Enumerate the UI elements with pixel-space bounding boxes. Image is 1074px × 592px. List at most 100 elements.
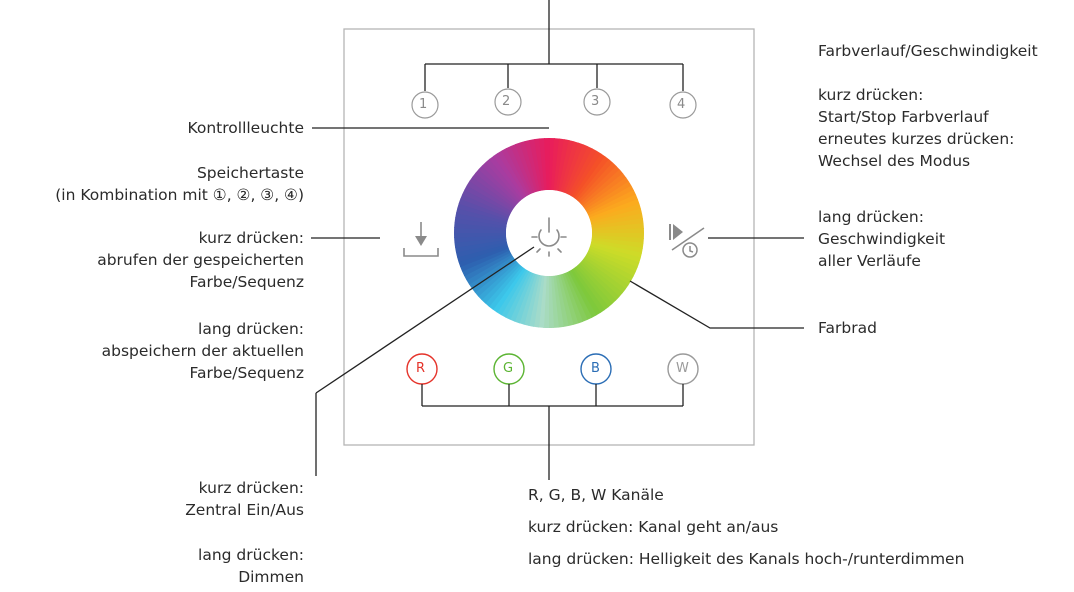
color-wheel-segment[interactable] xyxy=(580,260,623,298)
color-wheel-segment[interactable] xyxy=(504,271,532,320)
color-wheel-segment[interactable] xyxy=(573,266,609,311)
color-wheel-segment[interactable] xyxy=(478,165,519,205)
color-wheel-segment[interactable] xyxy=(548,275,554,328)
color-wheel-segment[interactable] xyxy=(529,139,543,191)
color-wheel-segment[interactable] xyxy=(493,152,526,199)
color-wheel-segment[interactable] xyxy=(582,258,626,294)
color-wheel-segment[interactable] xyxy=(474,259,518,297)
power-icon[interactable] xyxy=(531,217,567,257)
color-wheel-segment[interactable] xyxy=(460,193,510,218)
color-wheel-segment[interactable] xyxy=(454,232,507,238)
color-wheel-segment[interactable] xyxy=(454,237,507,248)
color-wheel-segment[interactable] xyxy=(466,180,514,212)
color-wheel-segment[interactable] xyxy=(489,155,525,200)
color-wheel-segment[interactable] xyxy=(488,266,524,310)
color-wheel-segment[interactable] xyxy=(557,140,575,192)
power-button-area[interactable] xyxy=(506,190,592,276)
color-wheel-segment[interactable] xyxy=(590,241,642,259)
color-wheel-segment[interactable] xyxy=(509,272,534,322)
color-wheel-segment[interactable] xyxy=(572,153,606,199)
color-wheel-segment[interactable] xyxy=(484,264,522,307)
color-wheel-segment[interactable] xyxy=(475,168,518,206)
color-wheel-segment[interactable] xyxy=(582,173,627,209)
color-wheel-segment[interactable] xyxy=(455,239,507,253)
color-wheel-segment[interactable] xyxy=(496,268,528,316)
color-wheel-segment[interactable] xyxy=(534,138,545,191)
color-wheel-segment[interactable] xyxy=(505,145,532,195)
color-wheel-segment[interactable] xyxy=(561,273,584,324)
color-wheel-segment[interactable] xyxy=(462,188,511,216)
color-wheel-segment[interactable] xyxy=(501,147,530,196)
play-timer-icon[interactable] xyxy=(669,224,705,258)
color-wheel-segment[interactable] xyxy=(458,245,509,268)
color-wheel-segment[interactable] xyxy=(570,269,601,316)
color-wheel-segment[interactable] xyxy=(469,176,515,210)
color-wheel-segment[interactable] xyxy=(587,189,637,216)
color-wheel-segment[interactable] xyxy=(472,172,516,208)
color-wheel[interactable] xyxy=(453,138,644,328)
color-wheel-segment[interactable] xyxy=(459,247,510,272)
color-wheel-segment[interactable] xyxy=(564,144,589,194)
color-wheel-segment[interactable] xyxy=(588,246,640,268)
memory-button-1[interactable] xyxy=(411,91,439,119)
color-wheel-segment[interactable] xyxy=(585,181,632,212)
color-wheel-segment[interactable] xyxy=(570,150,602,198)
color-wheel-segment[interactable] xyxy=(584,254,632,286)
color-wheel-segment[interactable] xyxy=(523,274,541,326)
color-wheel-segment[interactable] xyxy=(560,141,580,193)
color-wheel-segment[interactable] xyxy=(590,208,643,225)
memory-button-3[interactable] xyxy=(583,88,611,116)
color-wheel-segment[interactable] xyxy=(579,165,621,205)
color-wheel-segment[interactable] xyxy=(589,203,642,223)
color-wheel-segment[interactable] xyxy=(586,185,635,214)
color-wheel-segment[interactable] xyxy=(481,263,521,304)
color-wheel-segment[interactable] xyxy=(477,261,519,301)
color-wheel-segment[interactable] xyxy=(514,142,537,193)
memory-button-2[interactable] xyxy=(494,88,522,116)
memory-save-icon[interactable] xyxy=(403,222,439,257)
color-wheel-segment[interactable] xyxy=(466,254,513,285)
color-wheel-segment[interactable] xyxy=(456,207,508,225)
color-wheel-segment[interactable] xyxy=(589,244,641,264)
color-wheel-segment[interactable] xyxy=(464,184,512,214)
color-wheel-segment[interactable] xyxy=(574,156,610,200)
color-wheel-segment[interactable] xyxy=(579,261,620,301)
color-wheel-segment[interactable] xyxy=(591,228,644,234)
color-wheel-segment[interactable] xyxy=(568,270,597,319)
color-wheel-segment[interactable] xyxy=(544,138,550,191)
color-wheel-segment[interactable] xyxy=(576,159,614,202)
color-wheel-segment[interactable] xyxy=(514,272,536,324)
color-wheel-segment[interactable] xyxy=(492,267,526,313)
memory-button-4[interactable] xyxy=(669,91,697,119)
color-wheel-segment[interactable] xyxy=(553,275,564,328)
color-wheel-segment[interactable] xyxy=(566,146,594,195)
color-wheel-segment[interactable] xyxy=(575,264,613,308)
color-wheel-segment[interactable] xyxy=(468,256,515,289)
color-wheel-segment[interactable] xyxy=(481,161,521,203)
color-wheel-segment[interactable] xyxy=(458,198,510,220)
color-wheel-segment[interactable] xyxy=(566,271,593,321)
color-wheel-segment[interactable] xyxy=(562,142,584,194)
color-wheel-segment[interactable] xyxy=(500,270,530,318)
color-wheel-segment[interactable] xyxy=(497,150,528,197)
color-wheel-segment[interactable] xyxy=(461,250,511,277)
color-wheel-segment[interactable] xyxy=(577,263,617,305)
color-wheel-segment[interactable] xyxy=(463,252,512,281)
color-wheel-segment[interactable] xyxy=(456,243,509,263)
color-wheel-segment[interactable] xyxy=(485,158,523,202)
color-wheel-segment[interactable] xyxy=(580,169,624,207)
color-wheel-segment[interactable] xyxy=(524,139,541,192)
color-wheel-segment[interactable] xyxy=(518,273,538,325)
color-wheel-segment[interactable] xyxy=(563,272,588,323)
color-wheel-segment[interactable] xyxy=(591,218,644,229)
color-wheel-segment[interactable] xyxy=(583,177,630,210)
color-wheel-segment[interactable] xyxy=(519,140,539,193)
color-wheel-segment[interactable] xyxy=(586,252,634,282)
color-wheel-segment[interactable] xyxy=(577,162,617,203)
color-wheel-segment[interactable] xyxy=(555,275,569,327)
color-wheel-segment[interactable] xyxy=(457,202,509,222)
color-wheel-segment[interactable] xyxy=(568,148,598,196)
color-wheel-segment[interactable] xyxy=(572,267,605,314)
color-wheel-segment[interactable] xyxy=(510,143,535,194)
color-wheel-segment[interactable] xyxy=(588,194,639,219)
